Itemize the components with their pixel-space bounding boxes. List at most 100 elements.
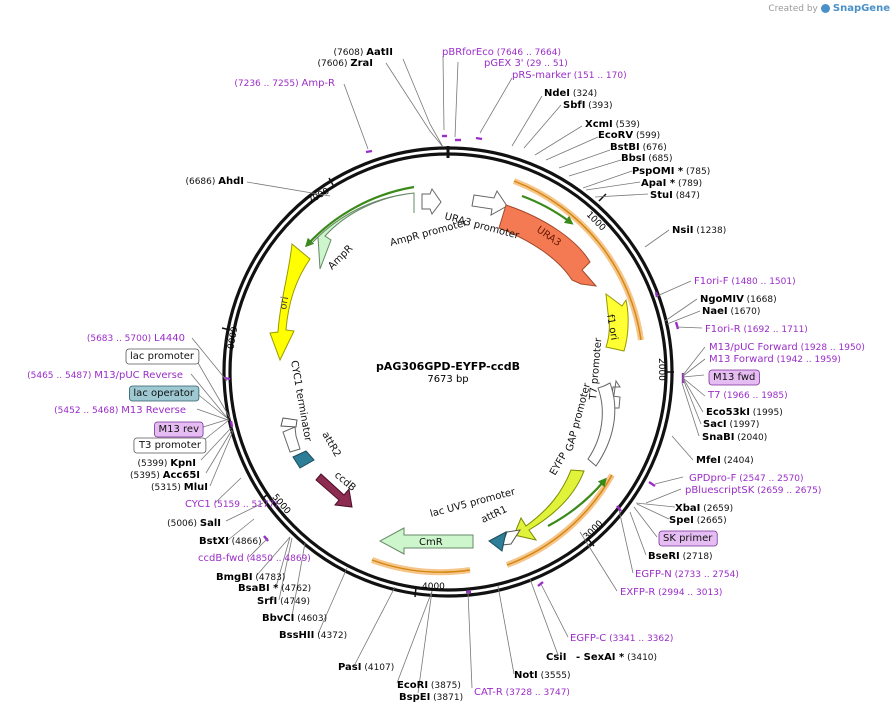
label-m13-puc-forward: M13/pUC Forward (1928 .. 1950)	[709, 342, 865, 353]
label-stui: StuI (847)	[650, 190, 700, 201]
ampr-arrow	[310, 192, 415, 270]
tick-mark-3000	[587, 538, 595, 547]
ccdb-arrow	[315, 473, 353, 508]
snapgene-name: SnapGene	[832, 3, 890, 14]
m13-reverse-mark	[229, 420, 234, 428]
label-ecori: EcoRI (3875)	[397, 680, 461, 691]
tick-label-6000: 6000	[224, 325, 238, 350]
cmr-arrow	[378, 527, 474, 555]
label-apai: ApaI * (789)	[641, 178, 702, 189]
label-naei: NaeI (1670)	[702, 306, 760, 317]
f1-ori-arrow	[605, 292, 629, 352]
tick-mark-1000	[598, 193, 607, 202]
label-m13-puc-reverse: (5465 .. 5487) M13/pUC Reverse	[27, 370, 183, 381]
label-ahdi: (6686) AhdI	[185, 176, 244, 187]
tick-mark-5000	[261, 493, 269, 500]
gap-promoter-arrow	[587, 382, 616, 467]
label-ccdb-fwd: ccdB-fwd (4850 .. 4869)	[198, 553, 311, 564]
cmr-orf-arc	[370, 557, 471, 576]
tick-mark-7000	[328, 177, 334, 186]
egfp-n-mark	[616, 505, 622, 512]
feature-label-attr1: attR1	[480, 504, 509, 525]
label-prs-marker: pRS-marker (151 .. 170)	[512, 70, 627, 81]
label-box-lac-promoter	[125, 348, 200, 365]
ura3-arrow	[498, 204, 598, 287]
label-t7: T7 (1966 .. 1985)	[707, 390, 788, 401]
label-box-m13-rev	[154, 421, 204, 438]
f1ori-f-mark	[654, 291, 659, 298]
label-egfp-n: EGFP-N (2733 .. 2754)	[635, 569, 739, 580]
eyfp-arrow	[513, 469, 585, 541]
label-csii: CsiI	[546, 652, 566, 663]
prs-marker-mark	[475, 136, 483, 141]
tick-mark-4000	[414, 586, 417, 598]
label-bsabi: BsaBI * (4762)	[238, 583, 311, 594]
feature-label-gap-promoter: GAP promoter	[564, 381, 593, 453]
tick-label-2000: 2000	[656, 358, 666, 381]
tick-mark-6000	[221, 327, 231, 331]
label-amp-r: (7236 .. 7255) Amp-R	[234, 78, 335, 89]
attr2-arrow	[292, 450, 315, 469]
label-t3-promoter: T3 promoter	[138, 440, 202, 451]
label-bspei: BspEI (3871)	[399, 692, 463, 703]
label-pbluescriptsk: pBluescriptSK (2659 .. 2675)	[685, 485, 821, 496]
label-cat-r: CAT-R (3728 .. 3747)	[474, 687, 570, 698]
ura3-promoter-arrow	[471, 189, 508, 216]
label-bbvci: BbvCI (4603)	[262, 613, 327, 624]
feature-label-ampr-promoter: AmpR promoter	[389, 217, 469, 248]
leader-lines	[190, 55, 706, 694]
label-m13-fwd: M13 fwd	[713, 372, 755, 383]
feature-label-ori: ori	[278, 296, 291, 311]
label-ecorv: EcoRV (599)	[598, 130, 660, 141]
label-bsshii: BssHII (4372)	[279, 630, 347, 641]
created-by-text: Created by	[768, 3, 818, 14]
label-m13-rev: M13 rev	[159, 424, 200, 435]
snapgene-branding: Created by SnapGene	[768, 3, 890, 14]
label-saci: SacI (1997)	[703, 419, 759, 430]
label-box-t3-promoter	[133, 437, 207, 454]
label-m13-forward: M13 Forward (1942 .. 1959)	[709, 354, 841, 365]
eyfp-direction-arrow	[547, 477, 607, 527]
f1ori-r-mark	[674, 321, 680, 330]
label-f1ori-f: F1ori-F (1480 .. 1501)	[694, 276, 796, 287]
label-bstbi: BstBI (676)	[610, 142, 667, 153]
label-m13-reverse: (5452 .. 5468) M13 Reverse	[54, 405, 186, 416]
ura3-direction-arrow	[521, 194, 574, 225]
ccdb-fwd-mark	[263, 535, 269, 542]
label-cyc1: CYC1 (5159 .. 5177)	[185, 499, 278, 510]
tick-label-4000: 4000	[422, 582, 445, 592]
label-exfp-r: EXFP-R (2994 .. 3013)	[620, 587, 722, 598]
ampr-direction-arrow	[304, 185, 415, 248]
label-ngomiv: NgoMIV (1668)	[700, 294, 777, 305]
label-bbsi: BbsI (685)	[621, 153, 673, 164]
label-box-sk-primer	[658, 530, 718, 547]
label-snabi: SnaBI (2040)	[702, 432, 767, 443]
label-bmgbi: BmgBI (4783)	[216, 572, 285, 583]
eyfp-orf-line	[506, 474, 613, 566]
label-sk-primer: SK primer	[663, 533, 713, 544]
label-lac-promoter: lac promoter	[130, 351, 195, 362]
label-sbfi: SbfI (393)	[563, 100, 613, 111]
feature-label-cmr: CmR	[419, 537, 443, 548]
label-eco53ki: Eco53kI (1995)	[706, 407, 783, 418]
label-kpni: (5399) KpnI	[137, 458, 196, 469]
label-bstxi: BstXI (4866)	[199, 536, 262, 547]
egfp-c-mark	[537, 581, 544, 587]
feature-label-ampr: AmpR	[326, 243, 355, 272]
label-pspomi: PspOMI * (785)	[632, 166, 710, 177]
label-ndei: NdeI (324)	[544, 88, 597, 99]
label-nsii: NsiI (1238)	[672, 225, 726, 236]
label-box-m13-fwd	[708, 369, 760, 386]
label-xbai: XbaI (2659)	[675, 503, 733, 514]
label-mfei: MfeI (2404)	[696, 455, 754, 466]
label-pbrforeco: pBRforEco (7646 .. 7664)	[442, 47, 561, 58]
cmr-orf-line	[371, 559, 471, 573]
label-lac-operator: lac operator	[133, 388, 194, 399]
gpdpro-f-mark	[648, 481, 656, 487]
label-sali: (5006) SalI	[167, 518, 221, 529]
label-xcmi: XcmI (539)	[585, 119, 640, 130]
label-noti: NotI (3555)	[514, 670, 571, 681]
label-egfp-c: EGFP-C (3341 .. 3362)	[570, 633, 673, 644]
plasmid-name: pAG306GPD-EYFP-ccdB	[376, 360, 520, 373]
